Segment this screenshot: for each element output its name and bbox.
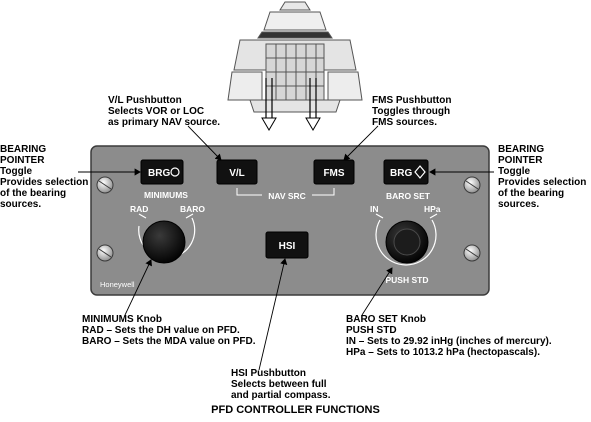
rad-label: RAD <box>130 204 148 214</box>
minimums-callout-line: RAD – Sets the DH value on PFD. <box>82 325 240 336</box>
in-label: IN <box>370 204 379 214</box>
vl-callout-title: V/L Pushbutton <box>108 95 182 106</box>
fms-button[interactable] <box>313 159 355 185</box>
brg-right-button[interactable] <box>383 159 429 185</box>
hsi-callout-title: HSI Pushbutton <box>231 368 306 379</box>
diamond-symbol-icon <box>414 165 426 179</box>
figure-caption: PFD CONTROLLER FUNCTIONS <box>211 404 380 416</box>
nav-src-bracket <box>236 188 335 196</box>
vl-callout: V/L Pushbutton Selects VOR or LOC as pri… <box>108 95 220 128</box>
vl-callout-line: as primary NAV source. <box>108 117 221 128</box>
vl-label: V/L <box>229 168 245 179</box>
bearing-left-line: of the bearing <box>0 188 67 199</box>
bearing-right-line: Provides selection <box>498 177 587 188</box>
bearing-pointer-right-callout: BEARING POINTER Toggle Provides selectio… <box>498 144 586 210</box>
minimums-knob[interactable] <box>138 213 196 264</box>
hpa-label: HPa <box>424 204 441 214</box>
baro-callout-line: IN – Sets to 29.92 inHg (inches of mercu… <box>346 336 552 347</box>
mounting-screws <box>96 176 481 262</box>
fms-callout-title: FMS Pushbutton <box>372 95 452 106</box>
vl-callout-line: Selects VOR or LOC <box>108 106 205 117</box>
hsi-callout-line: and partial compass. <box>231 390 331 401</box>
brg-left-button[interactable] <box>140 159 184 185</box>
minimums-callout-title: MINIMUMS Knob <box>82 314 162 325</box>
bearing-right-line: sources. <box>498 199 540 210</box>
fms-callout-line: Toggles through <box>372 106 451 117</box>
hsi-label: HSI <box>279 241 296 252</box>
baro-set-label: BARO SET <box>386 191 431 201</box>
bearing-left-title: BEARING <box>0 144 47 155</box>
bearing-left-line: POINTER <box>0 155 45 166</box>
baro-set-knob[interactable] <box>375 213 438 266</box>
nav-src-label: NAV SRC <box>268 191 306 201</box>
bearing-left-line: Toggle <box>0 166 33 177</box>
brg-right-label: BRG <box>390 168 412 179</box>
bearing-left-line: Provides selection <box>0 177 89 188</box>
baro-set-callout: BARO SET Knob PUSH STD IN – Sets to 29.9… <box>346 314 552 358</box>
baro-callout-line: PUSH STD <box>346 325 397 336</box>
fms-callout-line: FMS sources. <box>372 117 438 128</box>
baro-callout-line: HPa – Sets to 1013.2 hPa (hectopascals). <box>346 347 540 358</box>
bearing-right-title: BEARING <box>498 144 545 155</box>
minimums-label: MINIMUMS <box>144 190 188 200</box>
callout-leader-lines <box>78 125 494 371</box>
minimums-callout: MINIMUMS Knob RAD – Sets the DH value on… <box>82 314 256 347</box>
bearing-right-line: of the bearing <box>498 188 565 199</box>
bearing-right-line: Toggle <box>498 166 531 177</box>
brg-left-label: BRG <box>148 168 170 179</box>
bearing-pointer-left-callout: BEARING POINTER Toggle Provides selectio… <box>0 144 88 210</box>
baro-callout-title: BARO SET Knob <box>346 314 426 325</box>
circle-symbol-icon <box>170 167 180 177</box>
minimums-callout-line: BARO – Sets the MDA value on PFD. <box>82 336 256 347</box>
hsi-callout: HSI Pushbutton Selects between full and … <box>231 368 330 401</box>
cockpit-locator-illustration <box>227 1 363 131</box>
push-std-label: PUSH STD <box>386 275 429 285</box>
fms-label: FMS <box>323 168 344 179</box>
bearing-right-line: POINTER <box>498 155 543 166</box>
baro-label: BARO <box>180 204 205 214</box>
bearing-left-line: sources. <box>0 199 42 210</box>
vl-button[interactable] <box>216 159 258 185</box>
hsi-button[interactable] <box>265 231 309 259</box>
fms-callout: FMS Pushbutton Toggles through FMS sourc… <box>372 95 451 128</box>
honeywell-brand: Honeywell <box>100 280 135 289</box>
hsi-callout-line: Selects between full <box>231 379 327 390</box>
